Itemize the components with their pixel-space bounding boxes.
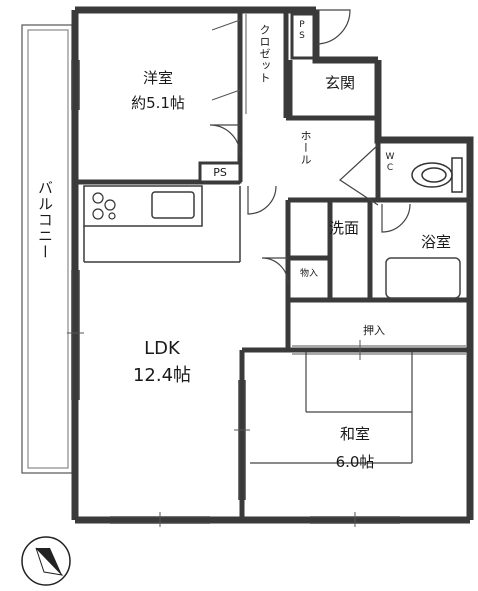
room-ldk-size: 12.4帖 (132, 365, 192, 386)
door-swings (209, 9, 411, 285)
stove-burners (92, 192, 116, 220)
tatami-lines (250, 352, 413, 464)
room-oshiire: 押入 (363, 324, 385, 337)
closet-detail (211, 14, 247, 114)
room-entrance: 玄関 (324, 74, 356, 92)
room-ps-top: PS (297, 20, 307, 42)
room-western-name: 洋室 (142, 69, 174, 87)
room-closet: クロゼット (258, 24, 271, 84)
compass-icon (21, 536, 71, 586)
kitchen-counter (83, 185, 241, 263)
room-hall: ホール (299, 130, 312, 166)
ps-boxes (198, 12, 316, 184)
room-bath: 浴室 (420, 233, 452, 251)
inner-walls (75, 10, 470, 520)
room-washroom: 洗面 (328, 219, 360, 237)
room-western-size: 約5.1帖 (131, 94, 185, 112)
oshiire-divider (292, 340, 466, 360)
room-storage: 物入 (299, 269, 319, 279)
bathtub (385, 257, 461, 299)
room-japanese-size: 6.0帖 (335, 453, 375, 471)
outer-walls (71, 6, 474, 524)
toilet (411, 157, 463, 193)
room-japanese-name: 和室 (339, 425, 371, 443)
room-wc: WC (385, 152, 395, 174)
room-ldk-name: LDK (144, 338, 180, 359)
room-balcony: バルコニー (36, 180, 54, 260)
windows (71, 60, 400, 524)
room-ps-mid: PS (213, 166, 227, 179)
